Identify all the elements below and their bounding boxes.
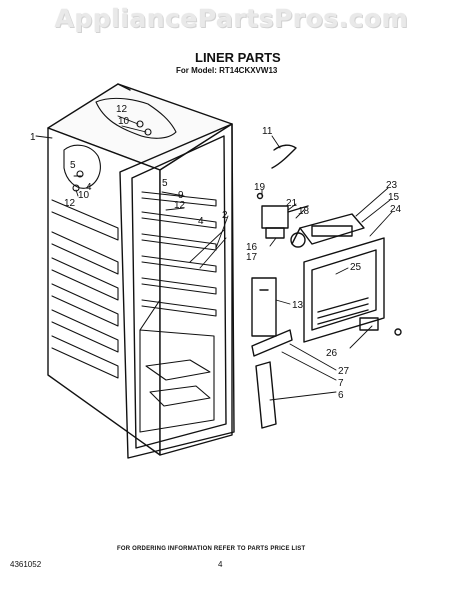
gasket-part [251, 329, 293, 357]
bottom-cavity [139, 299, 215, 433]
document-number: 4361052 [10, 560, 42, 569]
callout-1: 1 [30, 132, 36, 143]
leader-lines [35, 115, 393, 401]
callout-2: 2 [222, 210, 228, 221]
side-wall-ribs [51, 199, 119, 379]
callout-16: 16 [246, 242, 258, 253]
callout-4a: 4 [86, 182, 92, 193]
callout-labels: 1 12 10 5 4 10 12 5 9 12 2 4 11 19 21 18… [30, 104, 402, 401]
callout-6: 6 [338, 390, 344, 401]
callout-21: 21 [286, 198, 298, 209]
callout-12a: 12 [116, 104, 128, 115]
callout-23: 23 [386, 180, 398, 191]
diagram-title: LINER PARTS [195, 50, 281, 65]
thermostat-assembly [256, 192, 309, 248]
callout-17: 17 [246, 252, 258, 263]
callout-4b: 4 [198, 216, 204, 227]
site-watermark: AppliancePartsPros.com [54, 4, 409, 33]
callout-10a: 10 [118, 116, 130, 127]
callout-10b: 10 [78, 190, 90, 201]
shelf-rails [141, 191, 217, 317]
callout-26: 26 [326, 348, 338, 359]
callout-27: 27 [338, 366, 350, 377]
control-panel-part [303, 237, 402, 343]
callout-24: 24 [390, 204, 402, 215]
callout-5a: 5 [70, 160, 76, 171]
callout-9: 9 [178, 190, 184, 201]
callout-25: 25 [350, 262, 362, 273]
page-number: 4 [218, 560, 223, 569]
callout-5b: 5 [162, 178, 168, 189]
callout-7: 7 [338, 378, 344, 389]
light-harness-part [271, 144, 297, 169]
light-assembly [291, 213, 365, 245]
model-subtitle: For Model: RT14CKXVW13 [176, 66, 278, 75]
liner-front-frame [119, 123, 235, 459]
callout-12c: 12 [174, 200, 186, 211]
ordering-note: FOR ORDERING INFORMATION REFER TO PARTS … [117, 546, 306, 552]
callout-18: 18 [298, 206, 310, 217]
callout-12b: 12 [64, 198, 76, 209]
air-duct-part [251, 277, 277, 337]
callout-13: 13 [292, 300, 304, 311]
callout-19: 19 [254, 182, 266, 193]
drain-trough-part [255, 361, 277, 429]
callout-11: 11 [262, 126, 273, 137]
callout-15: 15 [388, 192, 400, 203]
